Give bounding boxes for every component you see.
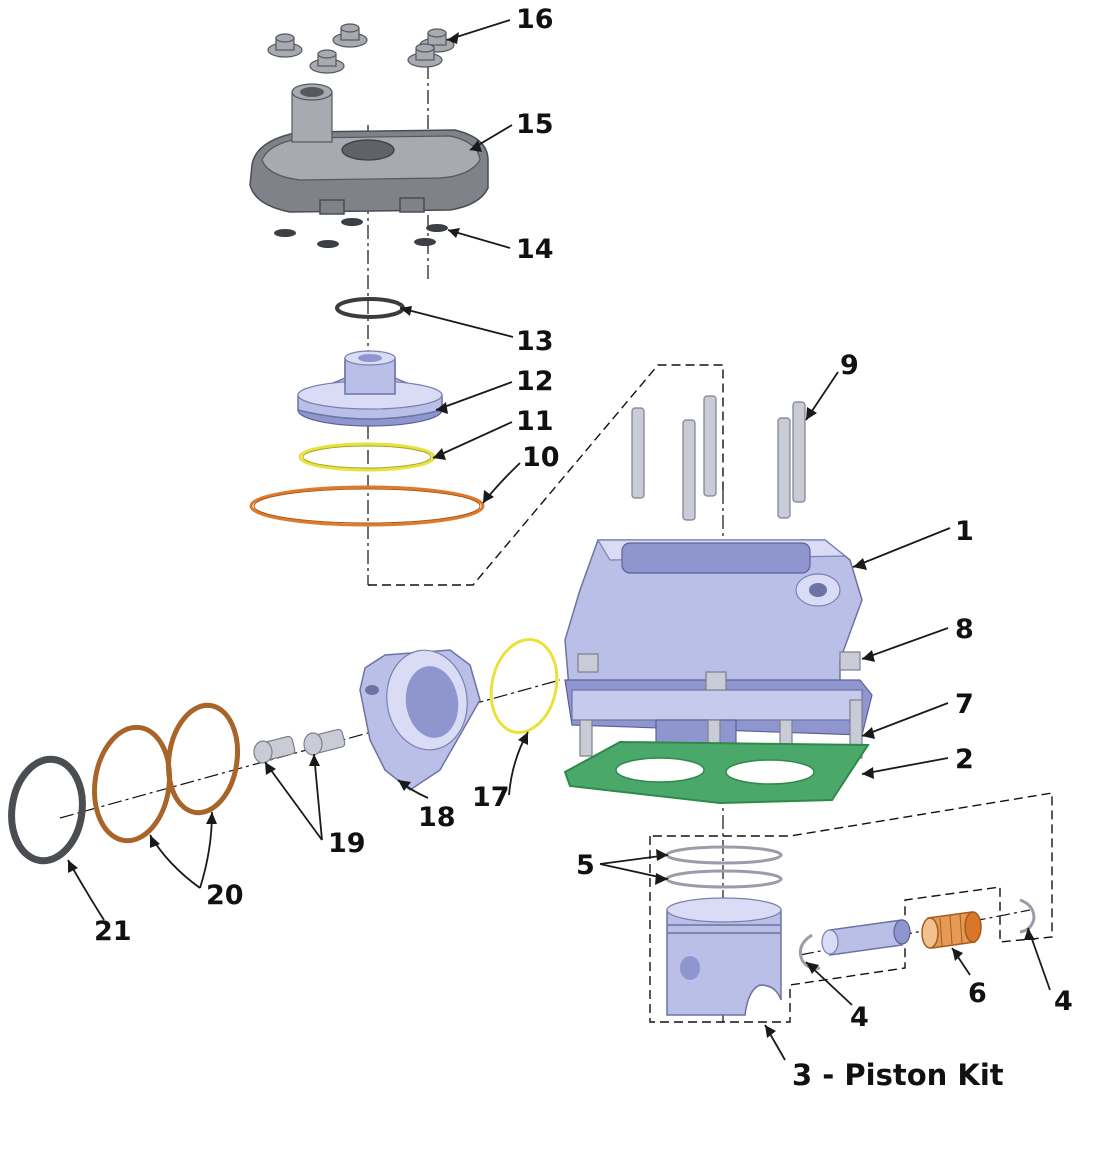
yellow-gasket-ring-inner: [302, 445, 432, 469]
piston: [666, 897, 782, 1016]
flange-nut: [332, 23, 368, 48]
bronze-ring-outer: [92, 724, 172, 844]
bronze-ring-inner: [166, 702, 240, 816]
leader-2: [861, 757, 949, 775]
orange-gasket-ring: [249, 485, 485, 527]
cylinder: [564, 539, 873, 779]
intake-manifold: [359, 649, 481, 791]
orange-gasket-ring-inner: [253, 488, 481, 524]
leader-13: [399, 307, 514, 338]
piston-rings: [665, 845, 783, 889]
leader-11: [432, 421, 513, 459]
callout-18: 18: [418, 802, 456, 833]
callout-9: 9: [840, 350, 859, 381]
callout-1: 1: [955, 516, 974, 547]
callout-3-piston-kit: 3 - Piston Kit: [792, 1058, 1004, 1092]
yellow-gasket-ring: [298, 442, 436, 472]
callout-labels: 16 15 14 13 12 11 10 9 1 8 7 2 17 18 19 …: [94, 4, 1073, 1092]
callout-5: 5: [576, 850, 595, 881]
flange-nuts: [267, 23, 455, 74]
cylinder-nuts: [577, 651, 861, 691]
callout-8: 8: [955, 614, 974, 645]
callout-11: 11: [516, 406, 554, 437]
leader-14: [447, 229, 511, 249]
callout-4-right: 4: [1054, 986, 1073, 1017]
callout-12: 12: [516, 366, 554, 397]
pin-axis: [799, 909, 1031, 956]
combustion-insert: [297, 350, 443, 427]
callout-10: 10: [522, 442, 560, 473]
insert-o-ring: [335, 297, 405, 319]
flange-nut: [309, 49, 345, 74]
callout-14: 14: [516, 234, 554, 265]
callout-13: 13: [516, 326, 554, 357]
callout-21: 21: [94, 916, 132, 947]
leader-12: [435, 381, 513, 411]
flange-nut: [267, 33, 303, 58]
callout-20: 20: [206, 880, 244, 911]
intake-screws: [253, 728, 346, 764]
callout-17: 17: [472, 782, 510, 813]
cylinder-head: [249, 83, 489, 215]
leader-arrowheads: [68, 32, 1035, 1038]
piston-pin: [821, 919, 911, 956]
intake-yellow-ring: [489, 638, 559, 734]
callout-4-left: 4: [850, 1002, 869, 1033]
head-group-outline: [368, 364, 724, 586]
head-o-rings: [274, 218, 448, 248]
construction-lines: [59, 40, 1053, 1023]
leader-19a: [264, 761, 323, 841]
callout-6: 6: [968, 978, 987, 1009]
leader-19b: [313, 753, 323, 841]
callout-2: 2: [955, 744, 974, 775]
leader-8: [861, 627, 949, 660]
callout-19: 19: [328, 828, 366, 859]
leader-7: [861, 702, 949, 737]
piston-kit-outline: [649, 792, 1053, 1023]
callout-16: 16: [516, 4, 554, 35]
studs: [631, 395, 806, 521]
callout-7: 7: [955, 689, 974, 720]
leader-1: [852, 527, 951, 568]
flange-nut: [407, 43, 443, 68]
circlip-right: [1019, 898, 1036, 934]
black-seal-ring: [8, 755, 86, 865]
callout-15: 15: [516, 109, 554, 140]
needle-bearing: [921, 911, 982, 949]
base-gasket: [563, 740, 870, 805]
